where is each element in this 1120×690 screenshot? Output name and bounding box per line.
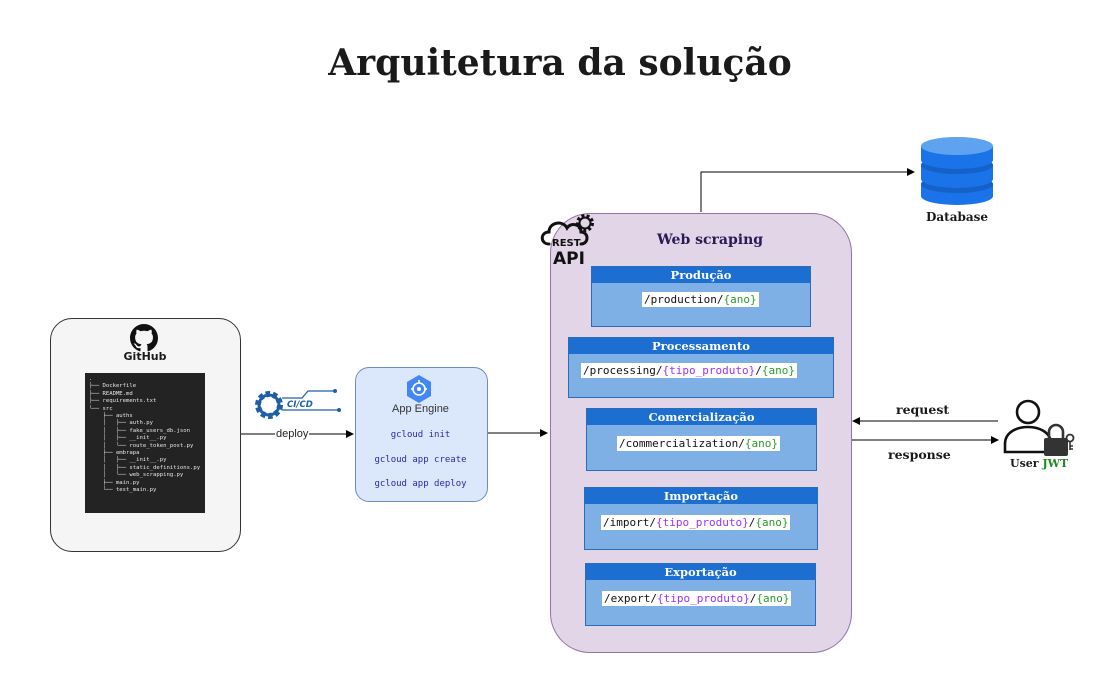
endpoint-title: Importação bbox=[585, 488, 817, 504]
rest-label: REST bbox=[552, 238, 581, 249]
app-engine-icon bbox=[407, 375, 431, 403]
cicd-gear-icon: CI/CD bbox=[255, 389, 341, 419]
endpoint-path: /import/{tipo_produto}/{ano} bbox=[601, 515, 791, 530]
database-icon bbox=[921, 137, 993, 205]
api-label: API bbox=[553, 249, 585, 268]
endpoint-path: /export/{tipo_produto}/{ano} bbox=[602, 591, 792, 606]
gcloud-command: gcloud app deploy bbox=[374, 479, 467, 489]
endpoint-title: Produção bbox=[592, 267, 810, 283]
diagram-title: Arquitetura da solução bbox=[328, 42, 792, 84]
web-scraping-title: Web scraping bbox=[656, 232, 764, 248]
database-label: Database bbox=[925, 210, 989, 224]
project-tree-text: . ├── Dockerfile ├── README.md ├── requi… bbox=[89, 376, 201, 494]
jwt-label: JWT bbox=[1042, 457, 1069, 470]
endpoint-processamento: Processamento /processing/{tipo_produto}… bbox=[568, 337, 834, 398]
endpoint-title: Processamento bbox=[569, 338, 833, 354]
endpoint-comercializacao: Comercialização /commercialization/{ano} bbox=[586, 408, 817, 471]
endpoint-producao: Produção /production/{ano} bbox=[591, 266, 811, 327]
api-to-database-arrow bbox=[700, 168, 915, 212]
endpoint-title: Comercialização bbox=[587, 409, 816, 425]
user-label: User JWT bbox=[1010, 457, 1069, 470]
project-tree-screenshot: . ├── Dockerfile ├── README.md ├── requi… bbox=[85, 373, 205, 513]
endpoint-title: Exportação bbox=[586, 564, 815, 580]
endpoint-importacao: Importação /import/{tipo_produto}/{ano} bbox=[584, 487, 818, 550]
rest-api-icon: REST API bbox=[540, 214, 594, 268]
deploy-label: deploy bbox=[275, 428, 310, 440]
github-icon bbox=[130, 324, 158, 352]
app-engine-title: App Engine bbox=[392, 403, 449, 415]
user-lock-icon bbox=[1003, 399, 1075, 456]
gcloud-command: gcloud app create bbox=[374, 455, 467, 465]
request-label: request bbox=[896, 402, 950, 417]
endpoint-path: /processing/{tipo_produto}/{ano} bbox=[581, 363, 797, 378]
endpoint-exportacao: Exportação /export/{tipo_produto}/{ano} bbox=[585, 563, 816, 626]
gcloud-command: gcloud init bbox=[390, 430, 451, 440]
response-label: response bbox=[888, 447, 951, 462]
github-label: GitHub bbox=[123, 350, 167, 363]
endpoint-path: /production/{ano} bbox=[642, 292, 759, 307]
endpoint-path: /commercialization/{ano} bbox=[617, 436, 780, 451]
cicd-label: CI/CD bbox=[287, 400, 313, 410]
